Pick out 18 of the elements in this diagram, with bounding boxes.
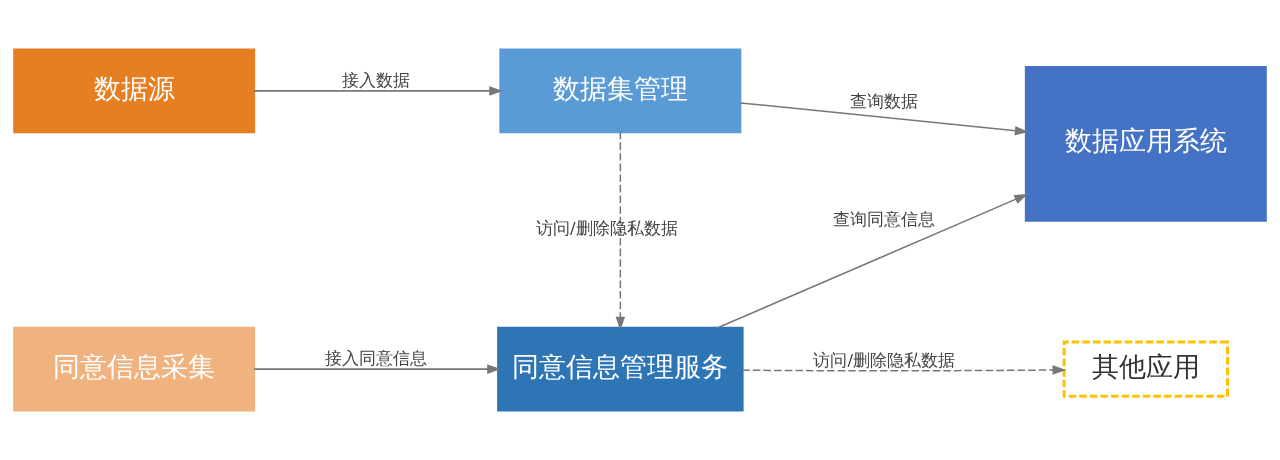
arrow: [716, 193, 1029, 329]
edge-label: 接入数据: [342, 71, 411, 91]
node-box: 其他应用: [1062, 340, 1229, 398]
node-box: 数据应用系统: [1024, 65, 1267, 222]
edge-label: 访问/删除隐私数据: [813, 350, 956, 370]
edge-label: 访问/删除隐私数据: [535, 219, 678, 239]
arrow: [253, 86, 503, 96]
arrow: [615, 131, 626, 331]
node-box: 数据集管理: [499, 48, 742, 134]
arrow: [741, 365, 1067, 375]
edge-label: 接入同意信息: [325, 349, 428, 369]
node-box: 同意信息管理服务: [497, 326, 744, 412]
arrow: [739, 102, 1029, 136]
node-box: 同意信息采集: [13, 326, 256, 412]
edge-label: 查询数据: [850, 92, 919, 112]
edge-label: 查询同意信息: [833, 210, 936, 230]
node-box: 数据源: [13, 48, 256, 134]
arrow: [253, 364, 501, 374]
